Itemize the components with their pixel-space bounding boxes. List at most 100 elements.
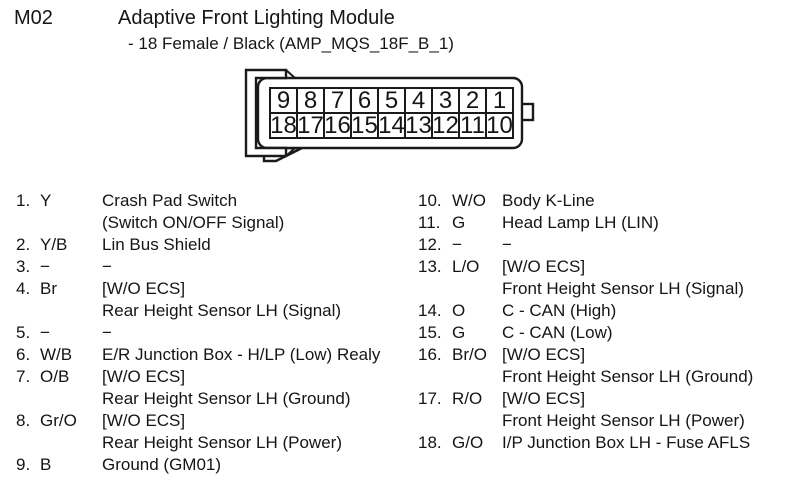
- pin-description-line: Rear Height Sensor LH (Power): [102, 433, 342, 452]
- wire-color: L/O: [452, 257, 480, 276]
- pin-number: 13.: [418, 257, 442, 276]
- wire-color: O: [452, 301, 466, 320]
- wire-color: G: [452, 323, 466, 342]
- pin-description-line: [W/O ECS]: [502, 389, 586, 408]
- pin-number: 5.: [16, 323, 31, 342]
- pin-description-line: Lin Bus Shield: [102, 235, 211, 254]
- pin-list-left: 1. Y Crash Pad Switch (Switch ON/OFF Signal…: [16, 190, 408, 476]
- pin-description: [W/O ECS] Rear Height Sensor LH (Signal): [102, 278, 408, 322]
- wire-color: Y/B: [40, 235, 68, 254]
- pin-description: Lin Bus Shield: [102, 234, 408, 256]
- cavity-number: 13: [405, 112, 432, 139]
- cavity-number: 15: [351, 112, 378, 139]
- pin-row-8: 8.Gr/O[W/O ECS]Rear Height Sensor LH (Po…: [16, 410, 408, 454]
- pin-row-1: 1. Y Crash Pad Switch (Switch ON/OFF Signal…: [16, 190, 408, 234]
- pin-row-9: 9. B Ground (GM01): [16, 454, 408, 476]
- connector-spec: - 18 Female / Black (AMP_MQS_18F_B_1): [128, 34, 454, 53]
- cavity-number: 2: [466, 87, 479, 114]
- pin-row-12: 12.−−: [418, 234, 778, 256]
- cavity-number: 14: [378, 112, 405, 139]
- pin-row-7: 7. O/B [W/O ECS] Rear Height Sensor LH (Gro…: [16, 366, 408, 410]
- pin-grid: [269, 87, 514, 139]
- pin-description-line: Front Height Sensor LH (Power): [502, 411, 745, 430]
- wire-color: O/B: [40, 367, 70, 386]
- pin-number: 4.: [16, 279, 31, 298]
- pin-number: 9.: [16, 455, 31, 474]
- wire-color: Br: [40, 279, 57, 298]
- wire-color: −: [452, 235, 462, 254]
- pin-number: 3.: [16, 257, 31, 276]
- pin-row-5: 5.−−: [16, 322, 408, 344]
- pin-description-line: C - CAN (High): [502, 301, 617, 320]
- pin-description-line: (Switch ON/OFF Signal): [102, 213, 285, 232]
- pin-number: 12.: [418, 235, 442, 254]
- cavity-number: 10: [486, 112, 513, 139]
- wire-color: G/O: [452, 433, 484, 452]
- pin-number: 2.: [16, 235, 31, 254]
- pin-description-line: Rear Height Sensor LH (Ground): [102, 389, 351, 408]
- cavity-number: 12: [432, 112, 459, 139]
- cavity-number: 7: [331, 87, 344, 114]
- cavity-number: 3: [439, 87, 452, 114]
- wire-color: −: [40, 323, 50, 342]
- pin-description-line: Head Lamp LH (LIN): [502, 213, 659, 232]
- pin-description: −: [502, 234, 778, 256]
- pin-description: C - CAN (High): [502, 300, 778, 322]
- pin-row-15: 15. G C - CAN (Low): [418, 322, 778, 344]
- pin-number: 18.: [418, 433, 442, 452]
- pin-description-line: Body K-Line: [502, 191, 595, 210]
- pin-description: −: [102, 322, 408, 344]
- pin-description-line: −: [502, 235, 512, 254]
- wire-color: W/B: [40, 345, 73, 364]
- pin-row-2: 2. Y/B Lin Bus Shield: [16, 234, 408, 256]
- pin-description-line: [W/O ECS]: [502, 345, 586, 364]
- pin-description-line: Front Height Sensor LH (Signal): [502, 279, 744, 298]
- wire-color: W/O: [452, 191, 486, 210]
- pin-row-4: 4. Br [W/O ECS] Rear Height Sensor LH (Sign…: [16, 278, 408, 322]
- pin-description-line: −: [102, 257, 112, 276]
- pin-number: 10.: [418, 191, 442, 210]
- pin-description: [W/O ECS]Rear Height Sensor LH (Power): [102, 410, 408, 454]
- pin-number: 17.: [418, 389, 442, 408]
- pin-description: −: [102, 256, 408, 278]
- pin-row-6: 6. W/B E/R Junction Box - H/LP (Low) Realy: [16, 344, 408, 366]
- cavity-number: 8: [304, 87, 317, 114]
- wire-color: Br/O: [452, 345, 487, 364]
- pin-description-line: Ground (GM01): [102, 455, 222, 474]
- pin-row-3: 3.−−: [16, 256, 408, 278]
- module-code: M02: [14, 7, 53, 29]
- pin-description: Body K-Line: [502, 190, 778, 212]
- pin-description-line: [W/O ECS]: [102, 367, 186, 386]
- pin-row-16: 16.Br/O[W/O ECS]Front Height Sensor LH (…: [418, 344, 778, 388]
- cavity-number: 17: [297, 112, 324, 139]
- pin-number: 6.: [16, 345, 31, 364]
- pin-number: 1.: [16, 191, 31, 210]
- pin-row-10: 10. W/O Body K-Line: [418, 190, 778, 212]
- pin-description: C - CAN (Low): [502, 322, 778, 344]
- pin-description: E/R Junction Box - H/LP (Low) Realy: [102, 344, 408, 366]
- pin-description-line: I/P Junction Box LH - Fuse AFLS: [502, 433, 751, 452]
- module-title: Adaptive Front Lighting Module: [118, 7, 395, 29]
- pin-description-line: Rear Height Sensor LH (Signal): [102, 301, 342, 320]
- pin-description-line: C - CAN (Low): [502, 323, 613, 342]
- cavity-number: 4: [412, 87, 425, 114]
- connector-left-bracket: [244, 68, 288, 158]
- cavity-number: 1: [493, 87, 506, 114]
- pin-description-line: [W/O ECS]: [102, 279, 186, 298]
- cavity-number: 18: [270, 112, 297, 139]
- pin-description: [W/O ECS]Front Height Sensor LH (Signal): [502, 256, 778, 300]
- cavity-number: 11: [460, 112, 485, 139]
- wire-color: B: [40, 455, 52, 474]
- pin-description-line: Crash Pad Switch: [102, 191, 238, 210]
- pin-number: 7.: [16, 367, 31, 386]
- pin-number: 11.: [418, 213, 441, 232]
- wire-color: Y: [40, 191, 52, 210]
- pin-number: 15.: [418, 323, 442, 342]
- pin-number: 8.: [16, 411, 31, 430]
- bracket-chamfer-bottom: [285, 147, 296, 157]
- pin-description-line: −: [102, 323, 112, 342]
